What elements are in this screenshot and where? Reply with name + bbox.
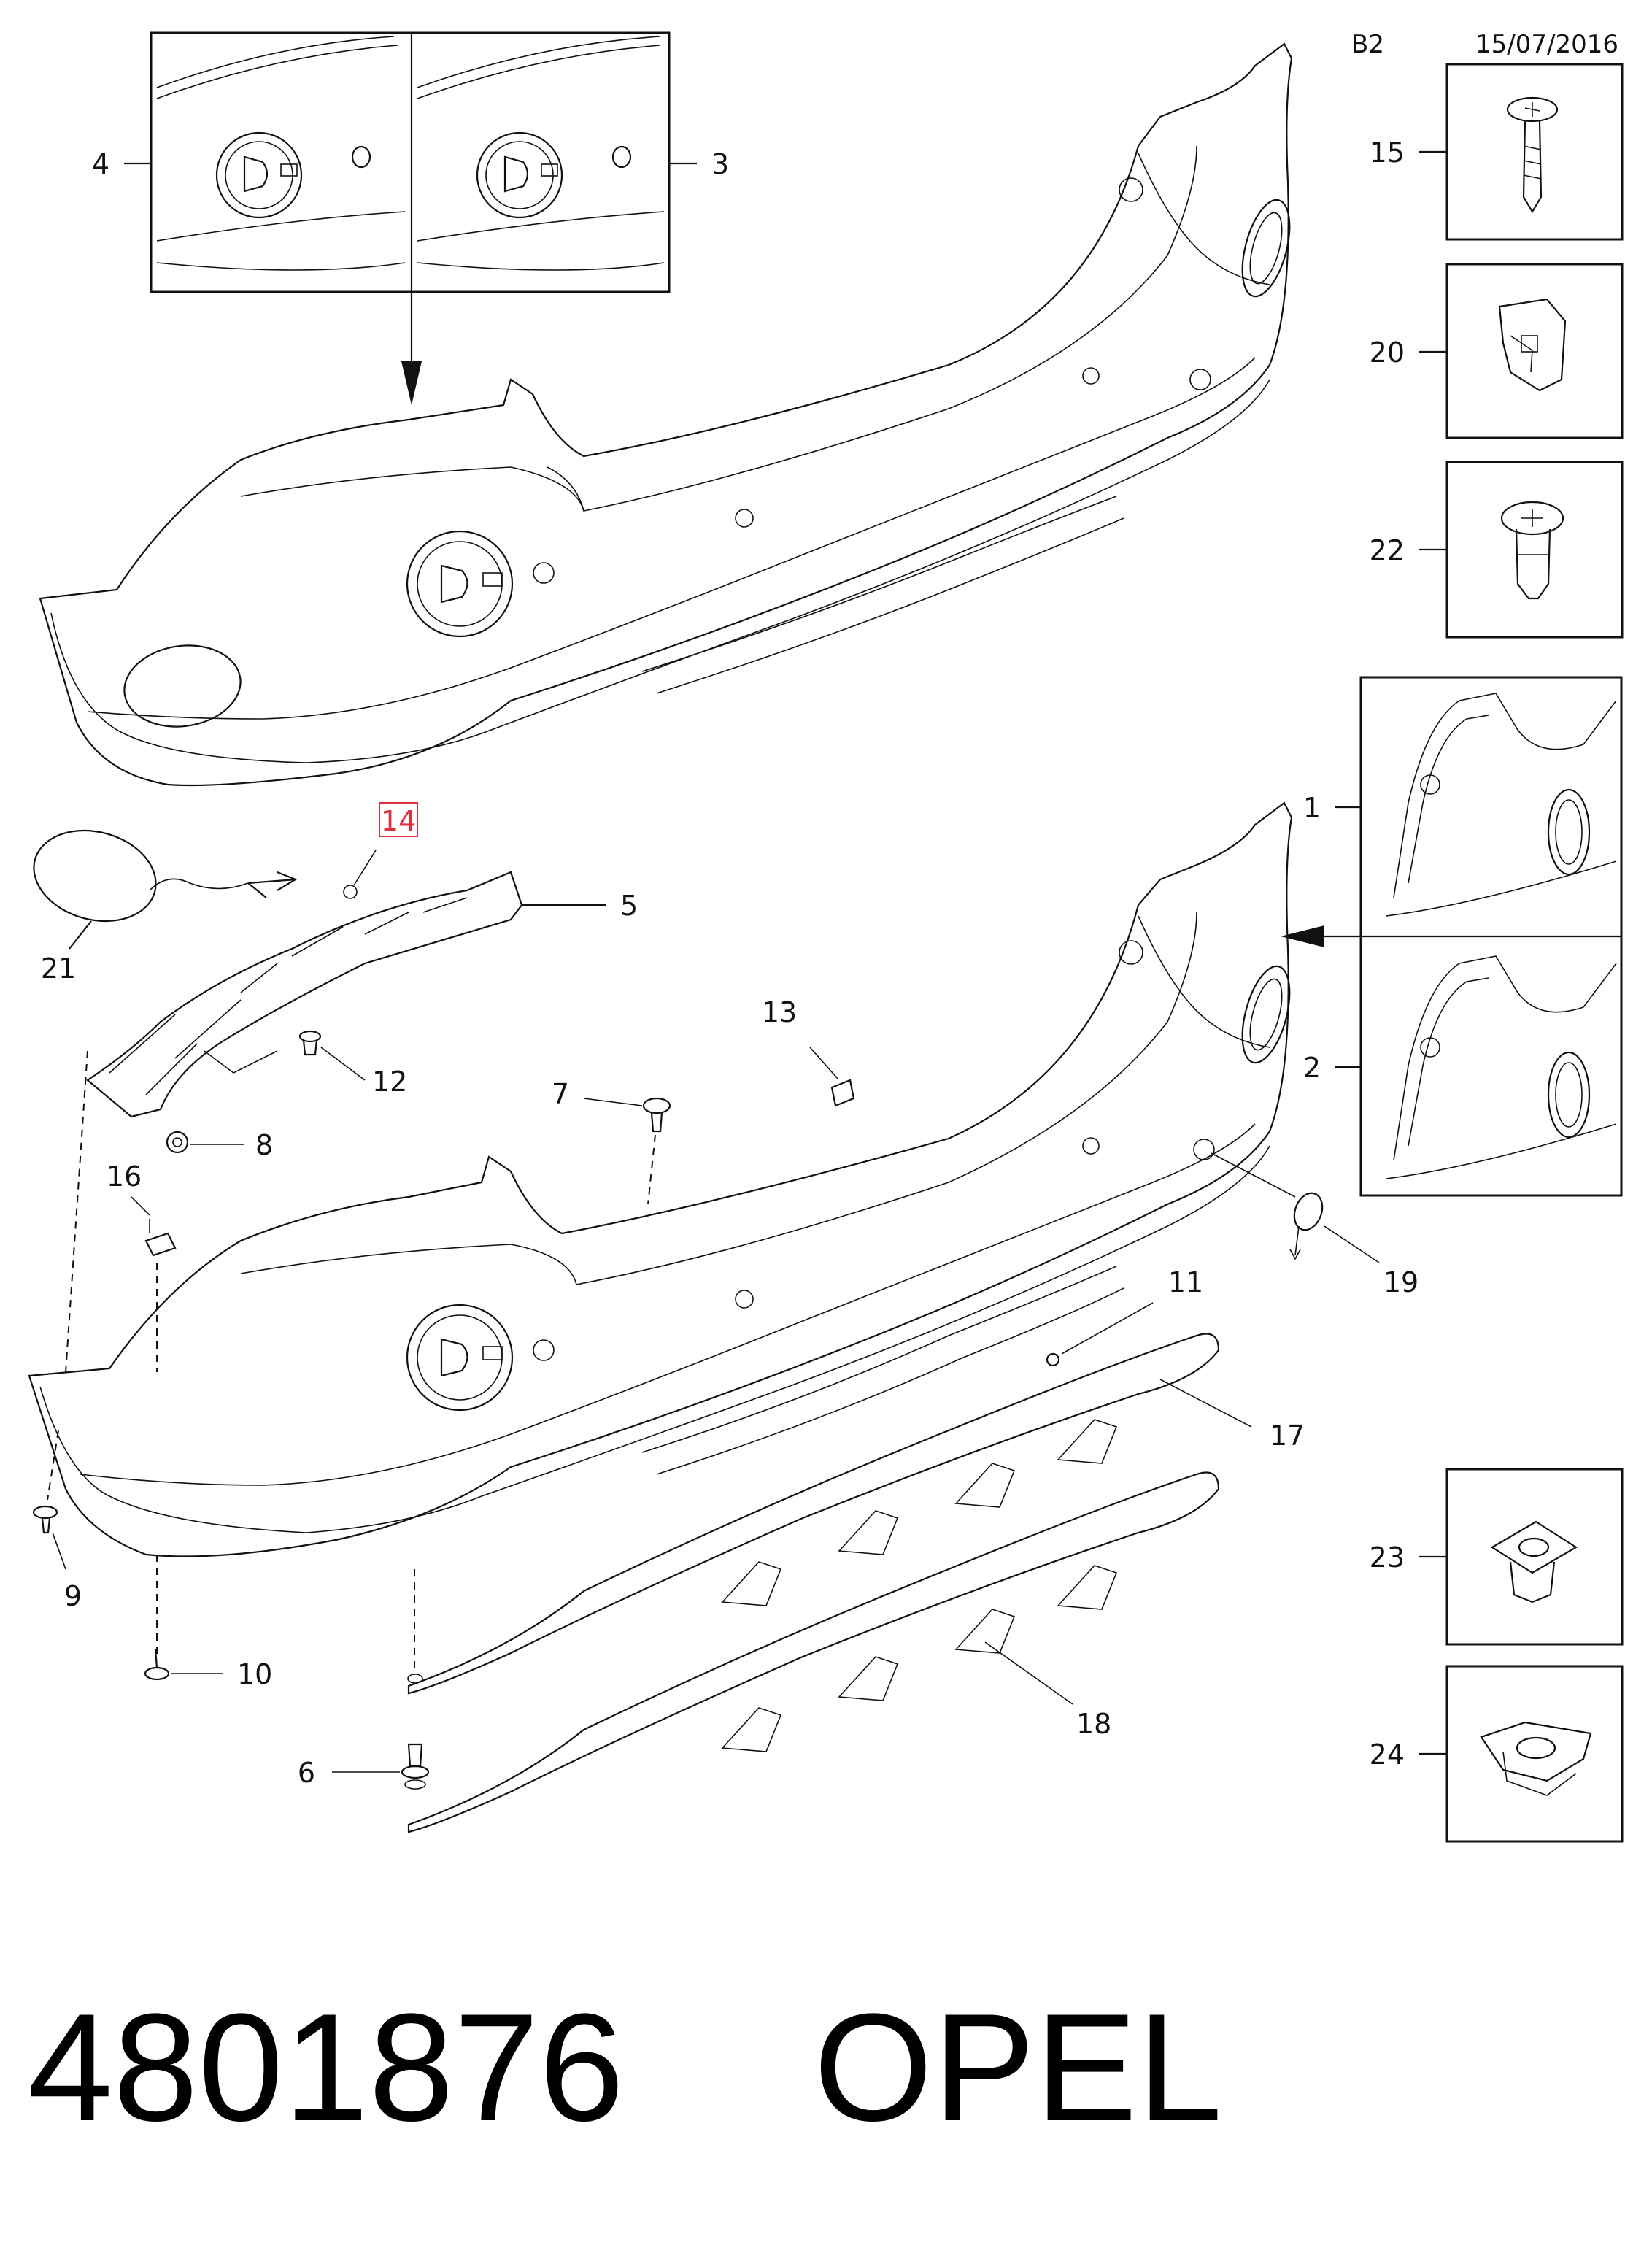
- callout-20: 20: [1370, 336, 1405, 369]
- callout-15: 15: [1370, 136, 1405, 169]
- callout-9: 9: [64, 1580, 82, 1612]
- diagram-date: 15/07/2016: [1475, 30, 1618, 59]
- nut-8-icon: [166, 1131, 189, 1154]
- nut-16-icon: [144, 1219, 177, 1257]
- callout-1: 1: [1303, 792, 1321, 824]
- diagram-code: B2: [1351, 30, 1384, 59]
- callout-21: 21: [41, 952, 76, 985]
- fastener-box-15: [1446, 63, 1624, 241]
- callout-19: 19: [1383, 1266, 1419, 1298]
- brand-name: OPEL: [814, 1982, 1222, 2153]
- cap-19-icon: [1289, 1192, 1324, 1260]
- callout-4: 4: [92, 148, 109, 180]
- callout-22: 22: [1370, 534, 1405, 566]
- tow-hook-cover-21: [33, 829, 298, 923]
- fastener-box-24: [1446, 1665, 1624, 1843]
- callout-7: 7: [552, 1078, 569, 1110]
- bracket-5: [86, 871, 523, 1118]
- fastener-box-23: [1446, 1468, 1624, 1646]
- callout-13: 13: [762, 996, 797, 1028]
- bumper-exploded: [28, 801, 1293, 1557]
- callout-6: 6: [298, 1757, 315, 1789]
- diffuser-17: [407, 1333, 1220, 1695]
- screw-10-icon: [144, 1649, 170, 1681]
- callout-2: 2: [1303, 1052, 1321, 1084]
- callout-16: 16: [107, 1160, 142, 1193]
- callout-8: 8: [255, 1129, 273, 1161]
- callout-24: 24: [1370, 1738, 1405, 1771]
- callout-14: 14: [381, 805, 416, 837]
- clip-14-icon: [343, 885, 358, 899]
- screw-7-icon: [642, 1097, 671, 1133]
- clip-12-icon: [298, 1030, 322, 1056]
- callout-11: 11: [1168, 1266, 1203, 1298]
- inset-detail-3-4: [150, 31, 671, 293]
- fastener-box-20: [1446, 263, 1624, 439]
- callout-12: 12: [372, 1066, 407, 1098]
- callout-18: 18: [1076, 1708, 1111, 1740]
- callout-14-highlight: [379, 802, 418, 837]
- inset-detail-1-2: [1359, 676, 1623, 1197]
- fastener-box-22: [1446, 461, 1624, 639]
- push-clip-6-icon: [401, 1674, 430, 1790]
- callout-3: 3: [711, 148, 729, 180]
- screw-9-icon: [32, 1505, 58, 1534]
- part-number: 4801876: [28, 1982, 625, 2153]
- diffuser-18: [407, 1471, 1220, 1833]
- callout-17: 17: [1270, 1420, 1305, 1452]
- screw-11-icon: [1046, 1352, 1060, 1367]
- bumper-assembly-top: [39, 42, 1293, 787]
- callout-10: 10: [237, 1658, 272, 1690]
- callout-23: 23: [1370, 1541, 1405, 1574]
- clip-13-icon: [830, 1079, 855, 1107]
- callout-5: 5: [620, 890, 638, 922]
